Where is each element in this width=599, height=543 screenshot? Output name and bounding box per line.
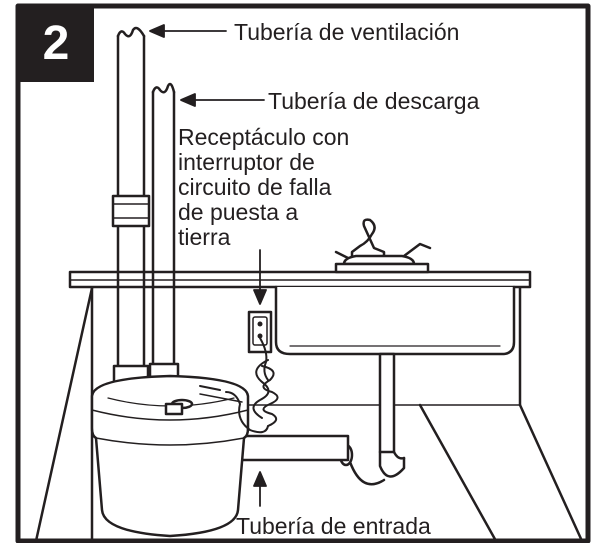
gfci-receptacle bbox=[247, 310, 273, 354]
discharge-pipe bbox=[148, 82, 180, 388]
receptacle-label-line: Receptáculo con bbox=[178, 124, 350, 150]
vent-pipe-label: Tubería de ventilación bbox=[234, 19, 460, 45]
receptacle-label-line: circuito de falla bbox=[178, 174, 332, 200]
receptacle-label: Receptáculo con interruptor de circuito … bbox=[178, 125, 349, 250]
leader-arrows bbox=[149, 24, 267, 507]
receptacle-label-line: tierra bbox=[178, 224, 231, 250]
discharge-pipe-label: Tubería de descarga bbox=[268, 88, 480, 114]
receptacle-label-line: interruptor de bbox=[178, 149, 315, 175]
p-trap bbox=[338, 352, 406, 486]
receptacle-label-line: de puesta a bbox=[178, 199, 299, 225]
vent-pipe bbox=[111, 26, 151, 390]
countertop bbox=[68, 270, 532, 289]
step-number-badge: 2 bbox=[18, 6, 94, 82]
figure-frame bbox=[15, 3, 591, 543]
faucet bbox=[334, 218, 432, 274]
power-cord bbox=[199, 337, 279, 434]
inlet-pipe-label: Tubería de entrada bbox=[236, 513, 431, 539]
sink-basin bbox=[274, 285, 516, 356]
sump-basin bbox=[90, 374, 250, 538]
